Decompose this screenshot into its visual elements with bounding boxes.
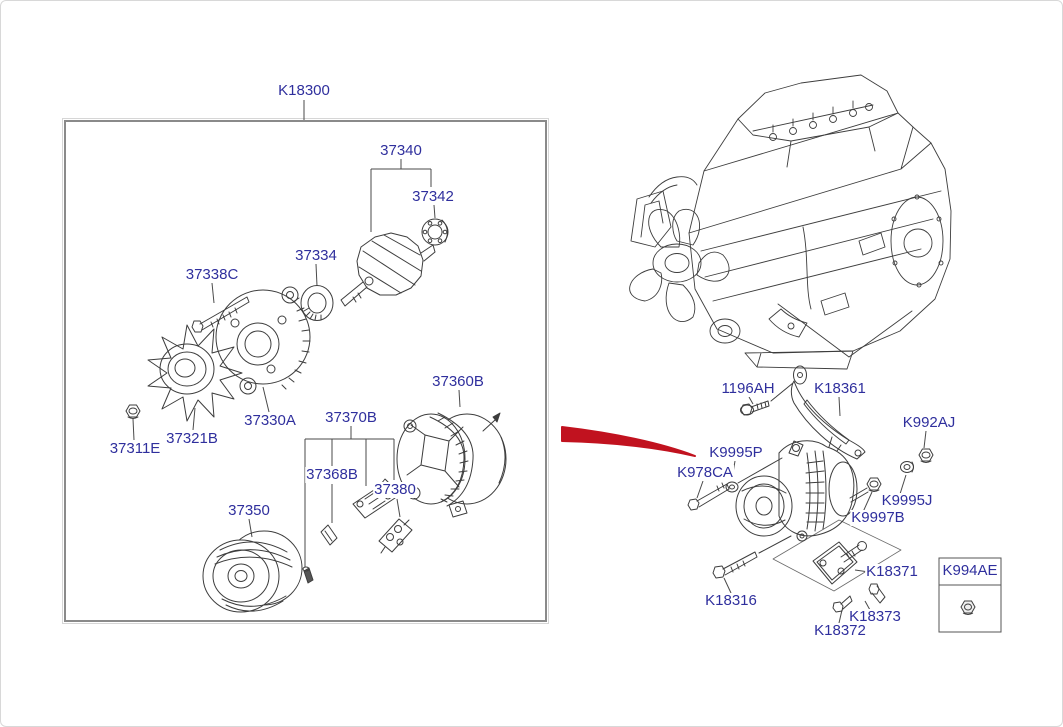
nut-K9997B-art: [866, 477, 882, 492]
part-label-K18372[interactable]: K18372: [813, 622, 867, 639]
part-label-K9995J[interactable]: K9995J: [880, 492, 934, 509]
rear-cover-37360B-art: [396, 412, 507, 518]
bolt-K978CA-art: [687, 457, 783, 511]
part-label-37311E[interactable]: 37311E: [108, 440, 162, 457]
fan-37321B-art: [147, 324, 243, 422]
rectifier-37380-art: [378, 518, 413, 554]
part-label-37330A[interactable]: 37330A: [243, 412, 297, 429]
engine-illustration: [629, 74, 952, 370]
seal-37334-art: [300, 285, 334, 321]
part-label-K9995P[interactable]: K9995P: [708, 444, 764, 461]
inset-box-art: [938, 557, 1002, 633]
part-label-1196AH[interactable]: 1196AH: [720, 380, 776, 397]
part-label-K18316[interactable]: K18316: [704, 592, 758, 609]
rotor-37340-art: [340, 232, 436, 307]
tensioner-K18371-art: [812, 541, 867, 585]
part-label-K978CA[interactable]: K978CA: [676, 464, 734, 481]
part-label-37338C[interactable]: 37338C: [184, 266, 240, 283]
part-label-K18373[interactable]: K18373: [848, 608, 902, 625]
part-label-K18300[interactable]: K18300: [277, 82, 331, 99]
part-label-K18371[interactable]: K18371: [865, 563, 919, 580]
bolt-K18316-art: [712, 535, 792, 579]
parts-box-outline: [62, 118, 549, 624]
part-label-37350[interactable]: 37350: [227, 502, 271, 519]
part-label-37321B[interactable]: 37321B: [165, 430, 219, 447]
part-label-37368B[interactable]: 37368B: [305, 466, 359, 483]
bolt-K18373-art: [868, 583, 886, 604]
part-label-37342[interactable]: 37342: [411, 188, 455, 205]
bolt-1196AH-art: [740, 382, 794, 416]
bracket-K18361-art: [790, 365, 866, 460]
part-label-37334[interactable]: 37334: [294, 247, 338, 264]
part-label-37380[interactable]: 37380: [373, 481, 417, 498]
exploded-view-art: [125, 218, 507, 613]
part-label-K9997B[interactable]: K9997B: [850, 509, 906, 526]
red-arrow-icon: [561, 426, 696, 457]
nut-icon: [960, 600, 976, 615]
leader-lines-exploded: [132, 100, 461, 567]
part-label-37370B[interactable]: 37370B: [324, 409, 378, 426]
nut-37311E-art: [125, 404, 141, 419]
part-label-37360B[interactable]: 37360B: [431, 373, 485, 390]
pulley-37350-art: [202, 530, 303, 613]
part-label-K994AE[interactable]: K994AE: [941, 562, 999, 579]
nut-K992AJ-art: [918, 448, 934, 463]
part-label-37340[interactable]: 37340: [379, 142, 423, 159]
bracket-37330A-art: [215, 286, 311, 395]
bolt-37338C-art: [191, 296, 250, 333]
washer-K9995J-art: [900, 461, 914, 473]
brush-37368B-art: [320, 524, 338, 546]
alternator-assembly-art: [735, 436, 869, 542]
screw-art: [302, 566, 314, 584]
part-label-K18361[interactable]: K18361: [813, 380, 867, 397]
part-label-K992AJ[interactable]: K992AJ: [901, 414, 957, 431]
bearing-37342-art: [421, 218, 449, 246]
installation-art: [687, 365, 934, 613]
bolt-K18372-art: [832, 595, 853, 613]
